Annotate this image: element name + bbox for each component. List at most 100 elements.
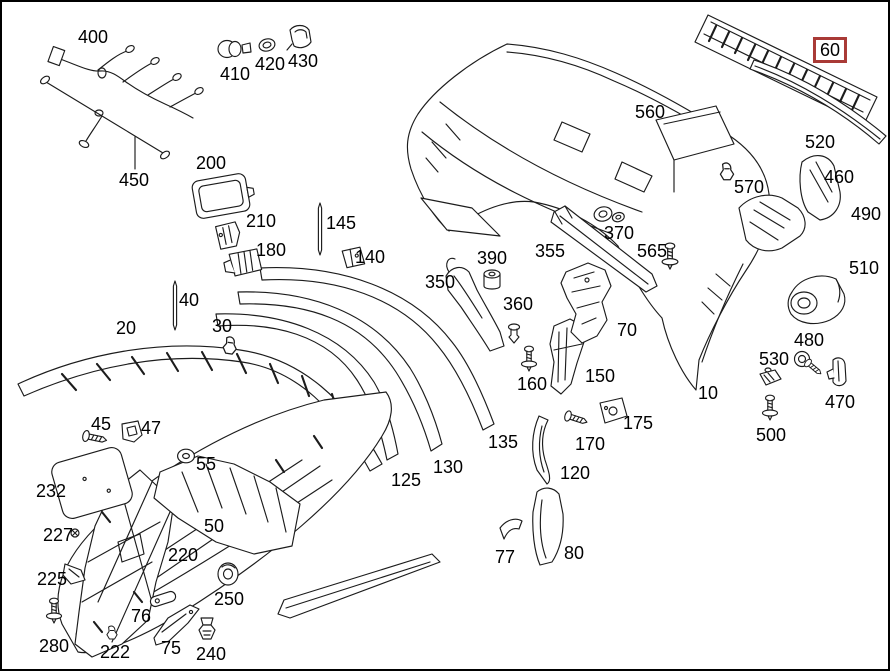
part-callout-565[interactable]: 565 [636, 241, 668, 261]
part-trim-strip-125 [215, 313, 399, 461]
part-barrel-nut-390 [483, 269, 501, 290]
part-callout-520[interactable]: 520 [804, 132, 836, 152]
part-harness-400 [47, 44, 204, 119]
part-pin-40 [172, 280, 178, 331]
part-adapter-510 [787, 275, 846, 325]
part-bracket-70 [560, 262, 612, 344]
part-nut-530 [759, 367, 782, 386]
part-callout-480[interactable]: 480 [793, 330, 825, 350]
part-callout-240[interactable]: 240 [195, 644, 227, 664]
part-screw-480 [793, 350, 825, 378]
part-plug-240 [198, 617, 216, 640]
part-bracket-180 [223, 248, 263, 277]
part-strut-355 [550, 205, 658, 293]
part-fitting-470 [826, 357, 847, 387]
part-callout-76[interactable]: 76 [130, 606, 152, 626]
part-callout-350[interactable]: 350 [424, 272, 456, 292]
part-callout-360[interactable]: 360 [502, 294, 534, 314]
part-callout-80[interactable]: 80 [563, 543, 585, 563]
part-callout-70[interactable]: 70 [616, 320, 638, 340]
part-callout-530[interactable]: 530 [758, 349, 790, 369]
part-callout-450[interactable]: 450 [118, 170, 150, 190]
part-callout-30[interactable]: 30 [211, 316, 233, 336]
part-callout-510[interactable]: 510 [848, 258, 880, 278]
part-trim-strip-135 [259, 267, 495, 431]
part-callout-222[interactable]: 222 [99, 642, 131, 662]
part-bracket-140 [341, 246, 366, 269]
part-callout-220[interactable]: 220 [167, 545, 199, 565]
part-trim-strip-130 [237, 291, 443, 452]
part-callout-50[interactable]: 50 [203, 516, 225, 536]
part-callout-390[interactable]: 390 [476, 248, 508, 268]
part-bracket-210 [215, 221, 241, 250]
part-ring-420 [258, 38, 276, 52]
part-module-200 [191, 173, 255, 219]
part-callout-355[interactable]: 355 [534, 241, 566, 261]
part-bracket-430 [286, 24, 312, 51]
part-callout-225[interactable]: 225 [36, 569, 68, 589]
part-callout-130[interactable]: 130 [432, 457, 464, 477]
part-spacer-76 [149, 590, 177, 608]
part-screw-227 [70, 528, 80, 538]
part-plate-175 [599, 397, 628, 424]
part-callout-180[interactable]: 180 [255, 240, 287, 260]
part-bracket-490 [738, 155, 841, 252]
part-callout-77[interactable]: 77 [494, 547, 516, 567]
part-callout-120[interactable]: 120 [559, 463, 591, 483]
part-bracket-75 [153, 604, 200, 646]
part-panel-80 [532, 487, 564, 566]
part-arm-350 [445, 257, 505, 352]
part-callout-135[interactable]: 135 [487, 432, 519, 452]
part-sill-strip-520 [749, 59, 887, 145]
part-sliver-77 [499, 518, 523, 540]
part-callout-232[interactable]: 232 [35, 481, 67, 501]
part-callout-10[interactable]: 10 [697, 383, 719, 403]
part-callout-40[interactable]: 40 [178, 290, 200, 310]
part-callout-570[interactable]: 570 [733, 177, 765, 197]
part-callout-420[interactable]: 420 [254, 54, 286, 74]
part-callout-250[interactable]: 250 [213, 589, 245, 609]
part-panel-560 [655, 105, 735, 193]
part-callout-400[interactable]: 400 [77, 27, 109, 47]
part-grommet-250 [217, 562, 239, 586]
part-callout-170[interactable]: 170 [574, 434, 606, 454]
part-callout-210[interactable]: 210 [245, 211, 277, 231]
part-callout-140[interactable]: 140 [354, 247, 386, 267]
part-callout-370[interactable]: 370 [603, 223, 635, 243]
part-callout-160[interactable]: 160 [516, 374, 548, 394]
part-callout-75[interactable]: 75 [160, 638, 182, 658]
part-callout-125[interactable]: 125 [390, 470, 422, 490]
part-callout-55[interactable]: 55 [195, 454, 217, 474]
part-callout-470[interactable]: 470 [824, 392, 856, 412]
part-absorber-50 [153, 455, 301, 555]
part-wire-450 [39, 75, 171, 170]
part-rivet-360 [507, 323, 521, 344]
part-callout-47[interactable]: 47 [140, 418, 162, 438]
part-pin-145 [317, 202, 323, 256]
part-callout-410[interactable]: 410 [219, 64, 251, 84]
part-sensor-410 [217, 39, 252, 59]
part-callout-200[interactable]: 200 [195, 153, 227, 173]
part-callout-280[interactable]: 280 [38, 636, 70, 656]
part-callout-227[interactable]: 227 [42, 525, 74, 545]
part-callout-145[interactable]: 145 [325, 213, 357, 233]
part-callout-460[interactable]: 460 [823, 167, 855, 187]
part-callout-490[interactable]: 490 [850, 204, 882, 224]
part-washer-370 [593, 206, 625, 223]
part-bracket-150 [549, 318, 585, 395]
part-callout-175[interactable]: 175 [622, 413, 654, 433]
part-callout-45[interactable]: 45 [90, 414, 112, 434]
part-carrier-panel-220 [74, 469, 175, 658]
part-callout-20[interactable]: 20 [115, 318, 137, 338]
part-callout-560[interactable]: 560 [634, 102, 666, 122]
part-callout-500[interactable]: 500 [755, 425, 787, 445]
part-callout-60[interactable]: 60 [812, 37, 848, 63]
part-clip-47 [121, 420, 143, 443]
part-pad-232 [51, 446, 133, 520]
part-sliver-120 [532, 415, 551, 485]
part-callout-430[interactable]: 430 [287, 51, 319, 71]
part-callout-150[interactable]: 150 [584, 366, 616, 386]
